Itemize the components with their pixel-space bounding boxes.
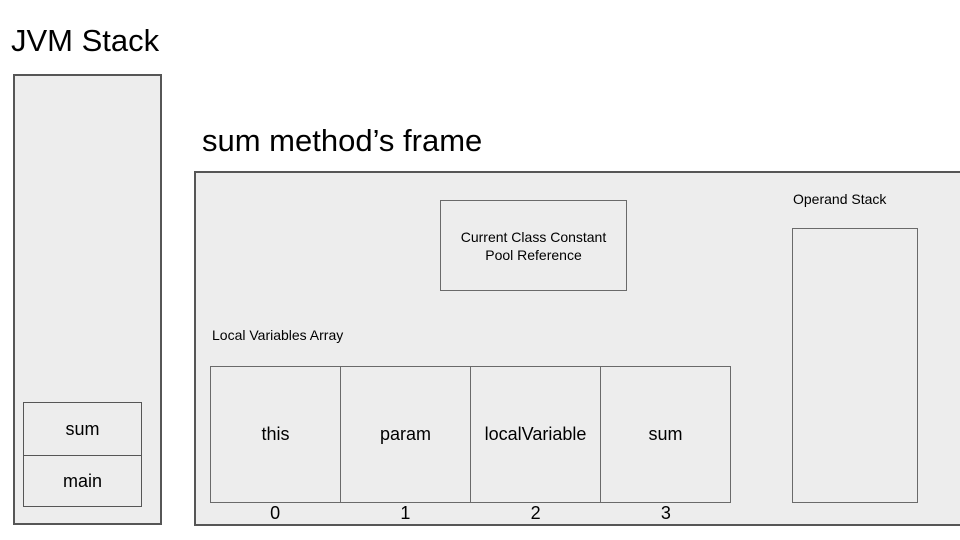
lva-index-2: 2	[530, 503, 541, 523]
constant-pool-label-line1: Current Class Constant	[460, 228, 607, 245]
operand-stack-label: Operand Stack	[793, 191, 887, 207]
lva-index-1: 1	[400, 503, 411, 523]
local-variables-array-label: Local Variables Array	[212, 327, 344, 343]
stack-frame-main: main	[23, 455, 142, 507]
jvm-stack-title: JVM Stack	[11, 23, 160, 58]
local-variables-array-table: this param localVariable sum	[210, 366, 731, 503]
lva-index-row: 0 1 2 3	[210, 503, 731, 523]
constant-pool-label-line2: Pool Reference	[485, 246, 582, 263]
lva-cell-localvariable: localVariable	[471, 367, 601, 502]
lva-cell-param: param	[341, 367, 471, 502]
lva-cell-sum: sum	[648, 424, 683, 444]
lva-index-3: 3	[660, 503, 671, 523]
constant-pool-box: Current Class Constant Pool Reference	[440, 200, 627, 291]
sum-method-frame-box: Current Class Constant Pool Reference Op…	[194, 171, 960, 526]
operand-stack-box	[792, 228, 918, 503]
lva-index-0: 0	[270, 503, 281, 523]
sum-frame-title: sum method’s frame	[202, 123, 483, 158]
jvm-stack-box: sum main	[13, 74, 162, 525]
stack-frame-sum: sum	[23, 402, 142, 456]
lva-cell-this: this	[211, 367, 341, 502]
